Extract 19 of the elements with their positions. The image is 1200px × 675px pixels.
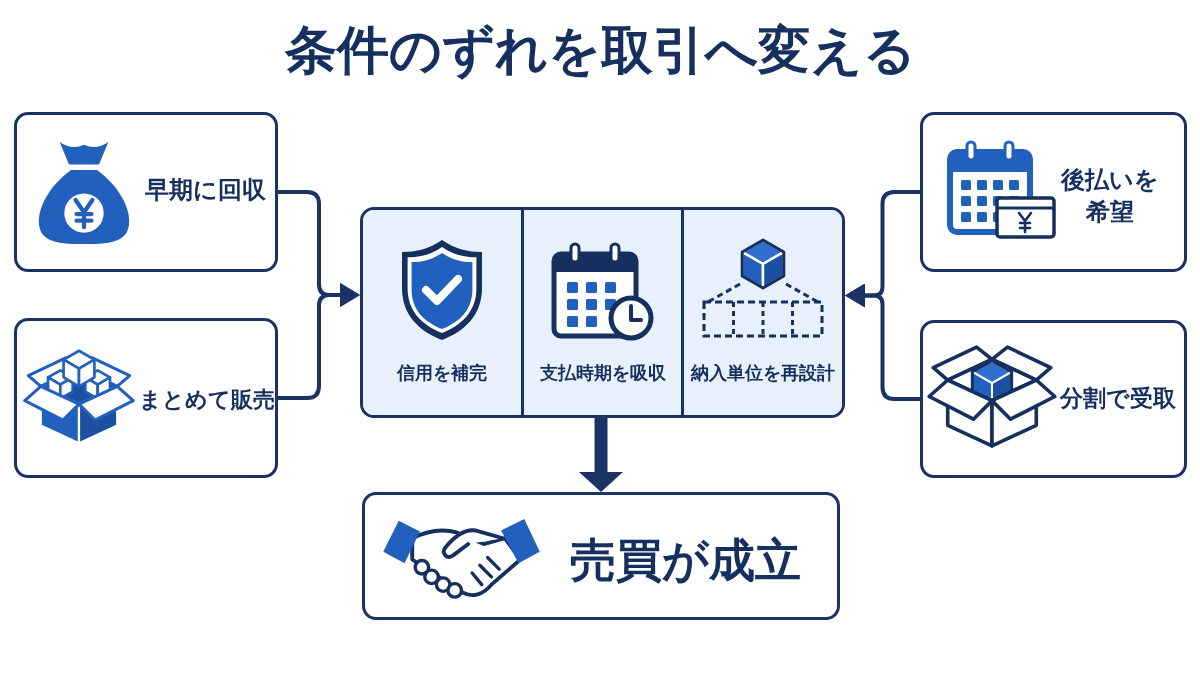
step-label: 信用を補完 [397, 361, 487, 385]
step-label: まとめて販売 [139, 386, 275, 414]
result-box [362, 492, 840, 620]
step-label: 分割で受取 [1060, 384, 1176, 412]
step-box [920, 112, 1187, 272]
step-label: 納入単位を再設計 [691, 361, 835, 385]
panel [360, 207, 845, 418]
step-label: 早期に回収 [145, 175, 266, 205]
step-label: 後払いを希望 [1060, 165, 1160, 228]
block-arrow [579, 418, 623, 492]
step-box [920, 320, 1187, 478]
result-label: 売買が成立 [570, 532, 801, 588]
step-box [14, 112, 278, 272]
connector-arrow [845, 283, 920, 401]
step-label: 支払時期を吸収 [539, 361, 666, 385]
panel-cell [681, 210, 842, 415]
step-box [14, 318, 278, 478]
title: 条件のずれを取引へ変える [284, 19, 916, 82]
connector-arrow [278, 283, 360, 400]
